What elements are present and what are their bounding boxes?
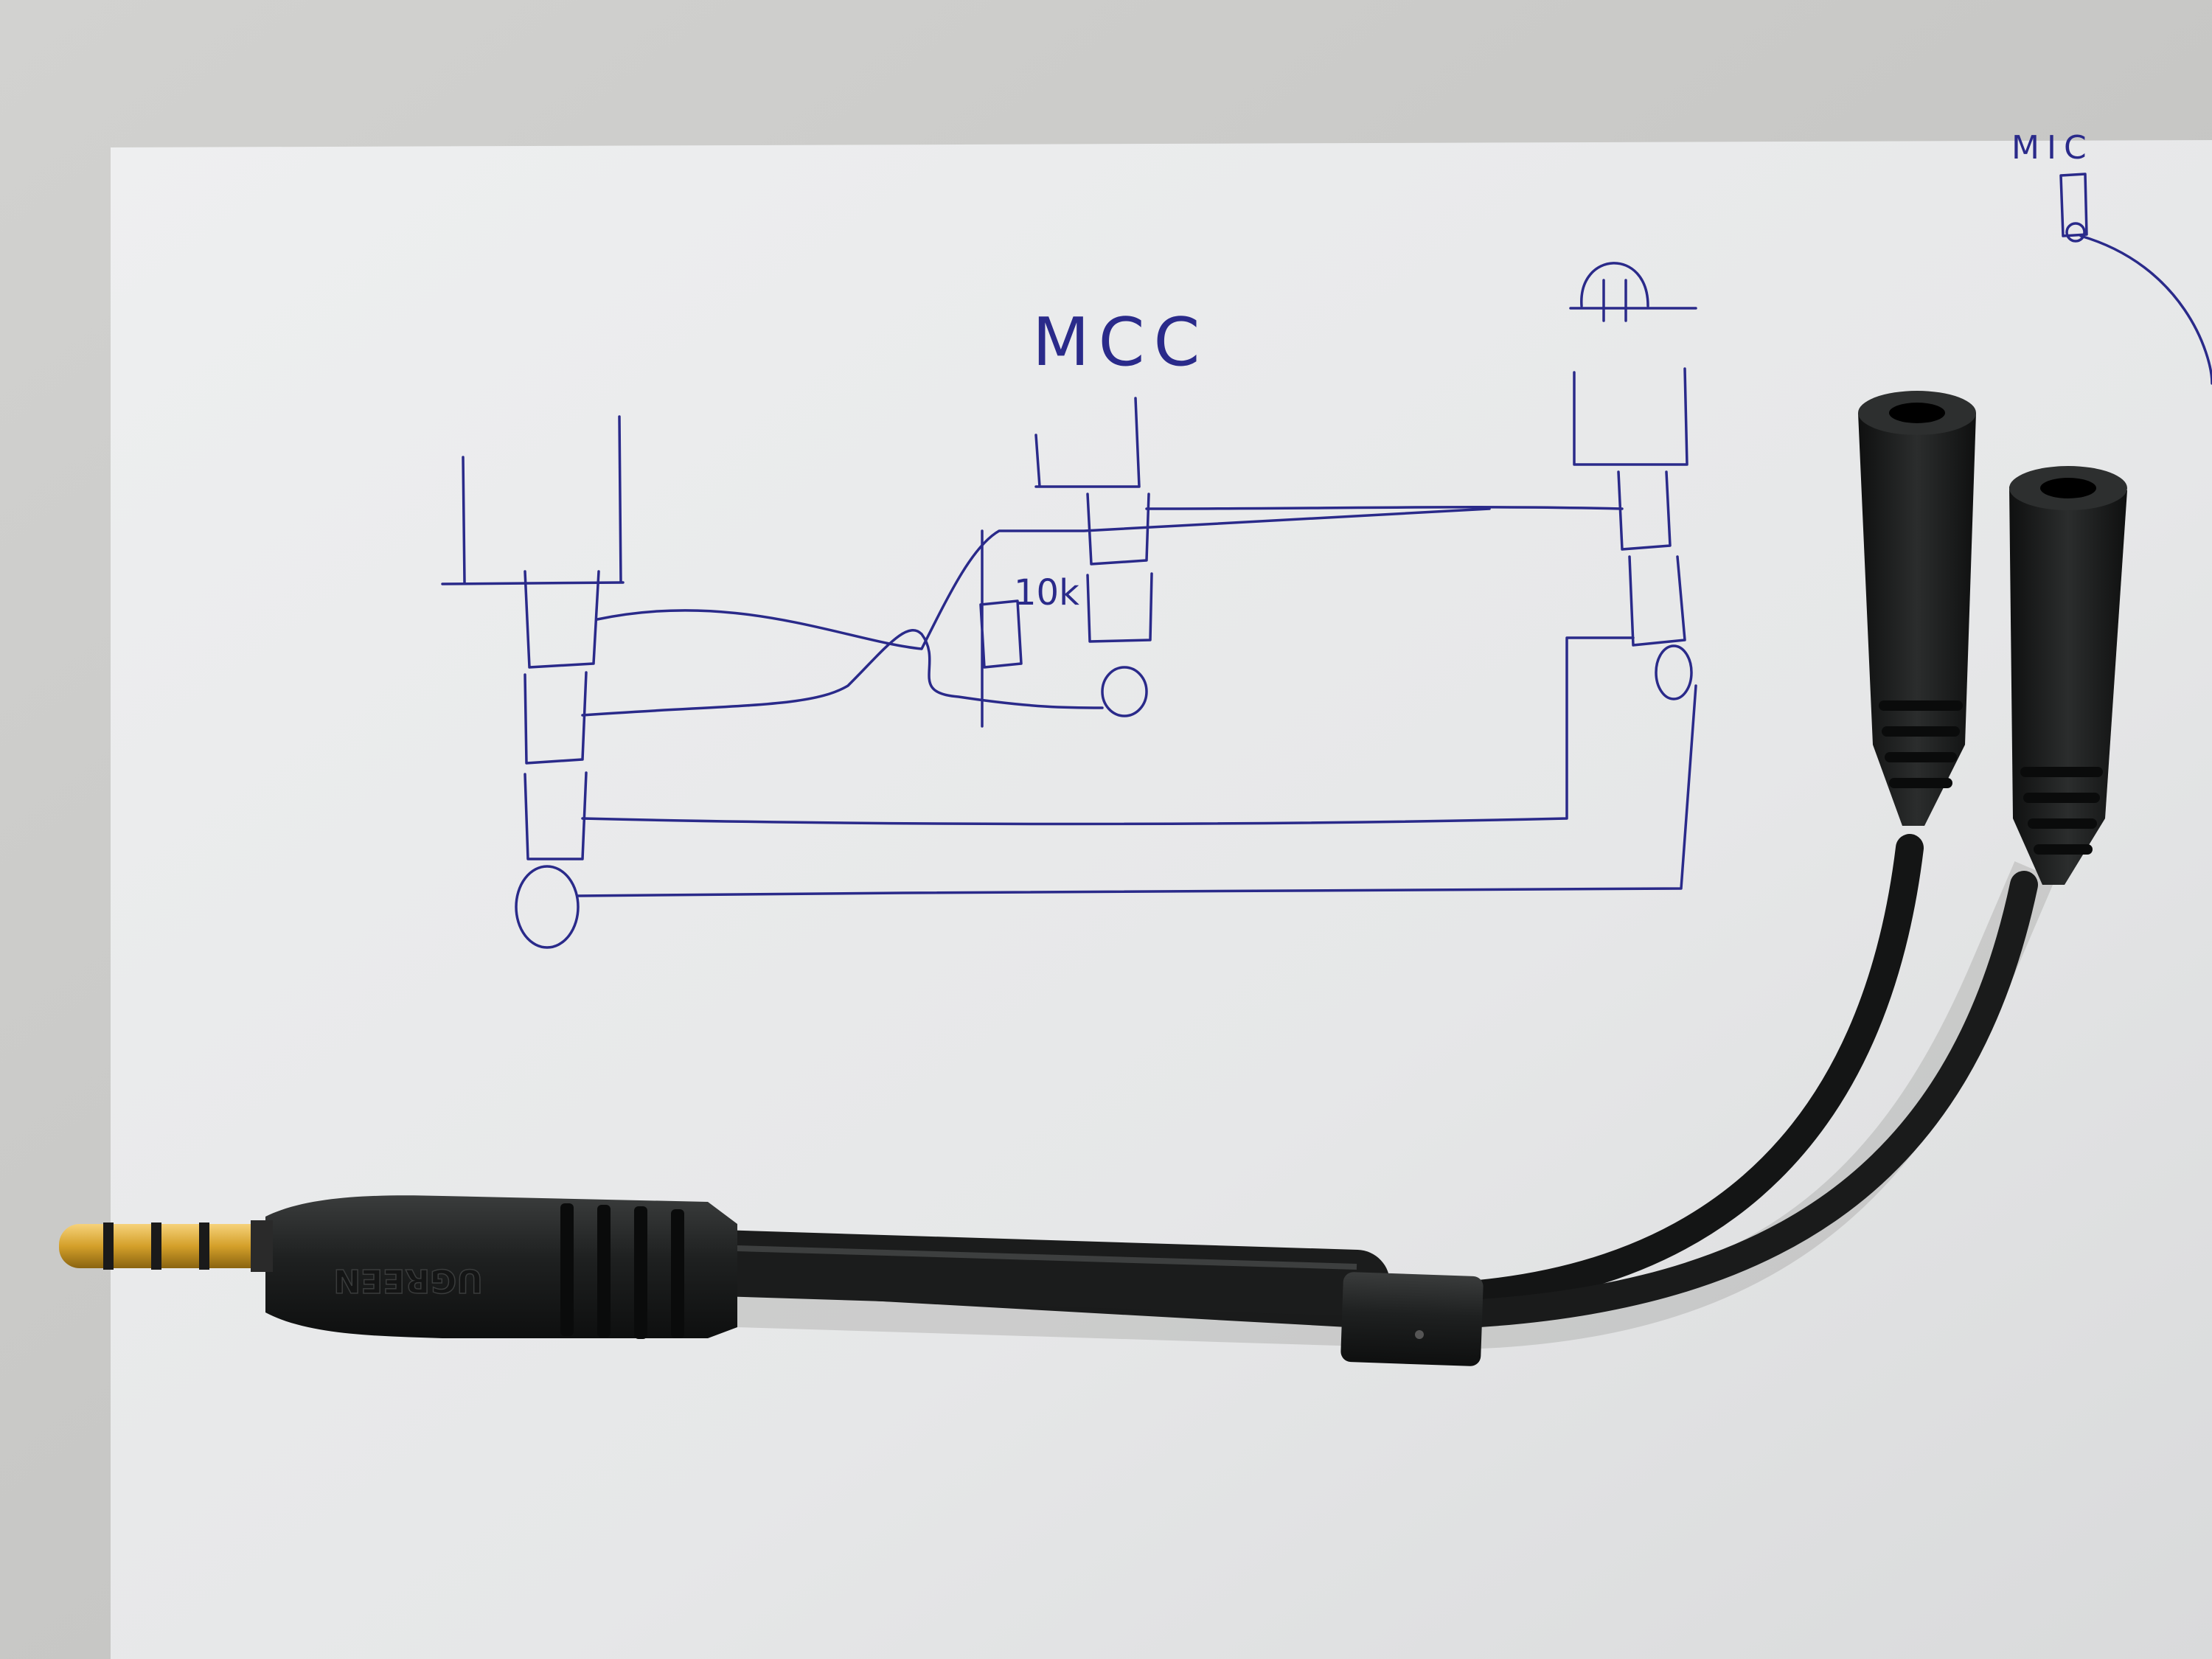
left-plug-ring-1 xyxy=(524,570,600,669)
cable-trunk xyxy=(616,1228,1390,1316)
plug-brand-text: UGREEN xyxy=(333,1262,483,1299)
cable-highlight xyxy=(663,1243,1357,1270)
jack-left xyxy=(1858,391,1976,826)
label-10k: 10k xyxy=(1014,572,1079,613)
cable-branch-right xyxy=(723,871,2038,1331)
headphone-symbol xyxy=(1569,262,1697,322)
plug-grip-ridges xyxy=(560,1203,684,1339)
right-plug-tip xyxy=(1655,644,1693,700)
plug-body xyxy=(265,1195,737,1338)
mcc-plug-ring-2 xyxy=(1086,572,1153,643)
wire-2 xyxy=(581,629,1104,717)
trrs-gold-pin xyxy=(59,1220,273,1272)
label-mic-corner: MIC xyxy=(2011,129,2094,167)
wire-1 xyxy=(596,507,1491,650)
corner-mic-symbol xyxy=(2059,173,2212,385)
right-plug-ring-2 xyxy=(1628,555,1686,647)
resistor-10k xyxy=(979,529,1023,728)
mcc-plug-tip xyxy=(1101,666,1148,717)
left-plug-tip xyxy=(515,865,580,949)
left-plug-ring-3 xyxy=(524,771,588,860)
cable-branch-left xyxy=(723,834,1924,1312)
wiring-sketch xyxy=(441,173,2212,949)
right-plug-ring-1 xyxy=(1617,470,1672,551)
left-plug-body xyxy=(441,415,625,585)
corner-mic-tip xyxy=(2065,222,2086,243)
jack-right xyxy=(2009,466,2127,885)
splitter-dot xyxy=(1415,1330,1424,1339)
wire-1b xyxy=(1145,506,1624,510)
wire-3 xyxy=(581,636,1635,826)
wire-4 xyxy=(577,684,1697,897)
label-mcc: MCC xyxy=(1032,304,1208,381)
splitter-sleeve xyxy=(1340,1272,1484,1366)
right-plug-body xyxy=(1573,367,1688,466)
mcc-plug-body xyxy=(1034,397,1141,488)
